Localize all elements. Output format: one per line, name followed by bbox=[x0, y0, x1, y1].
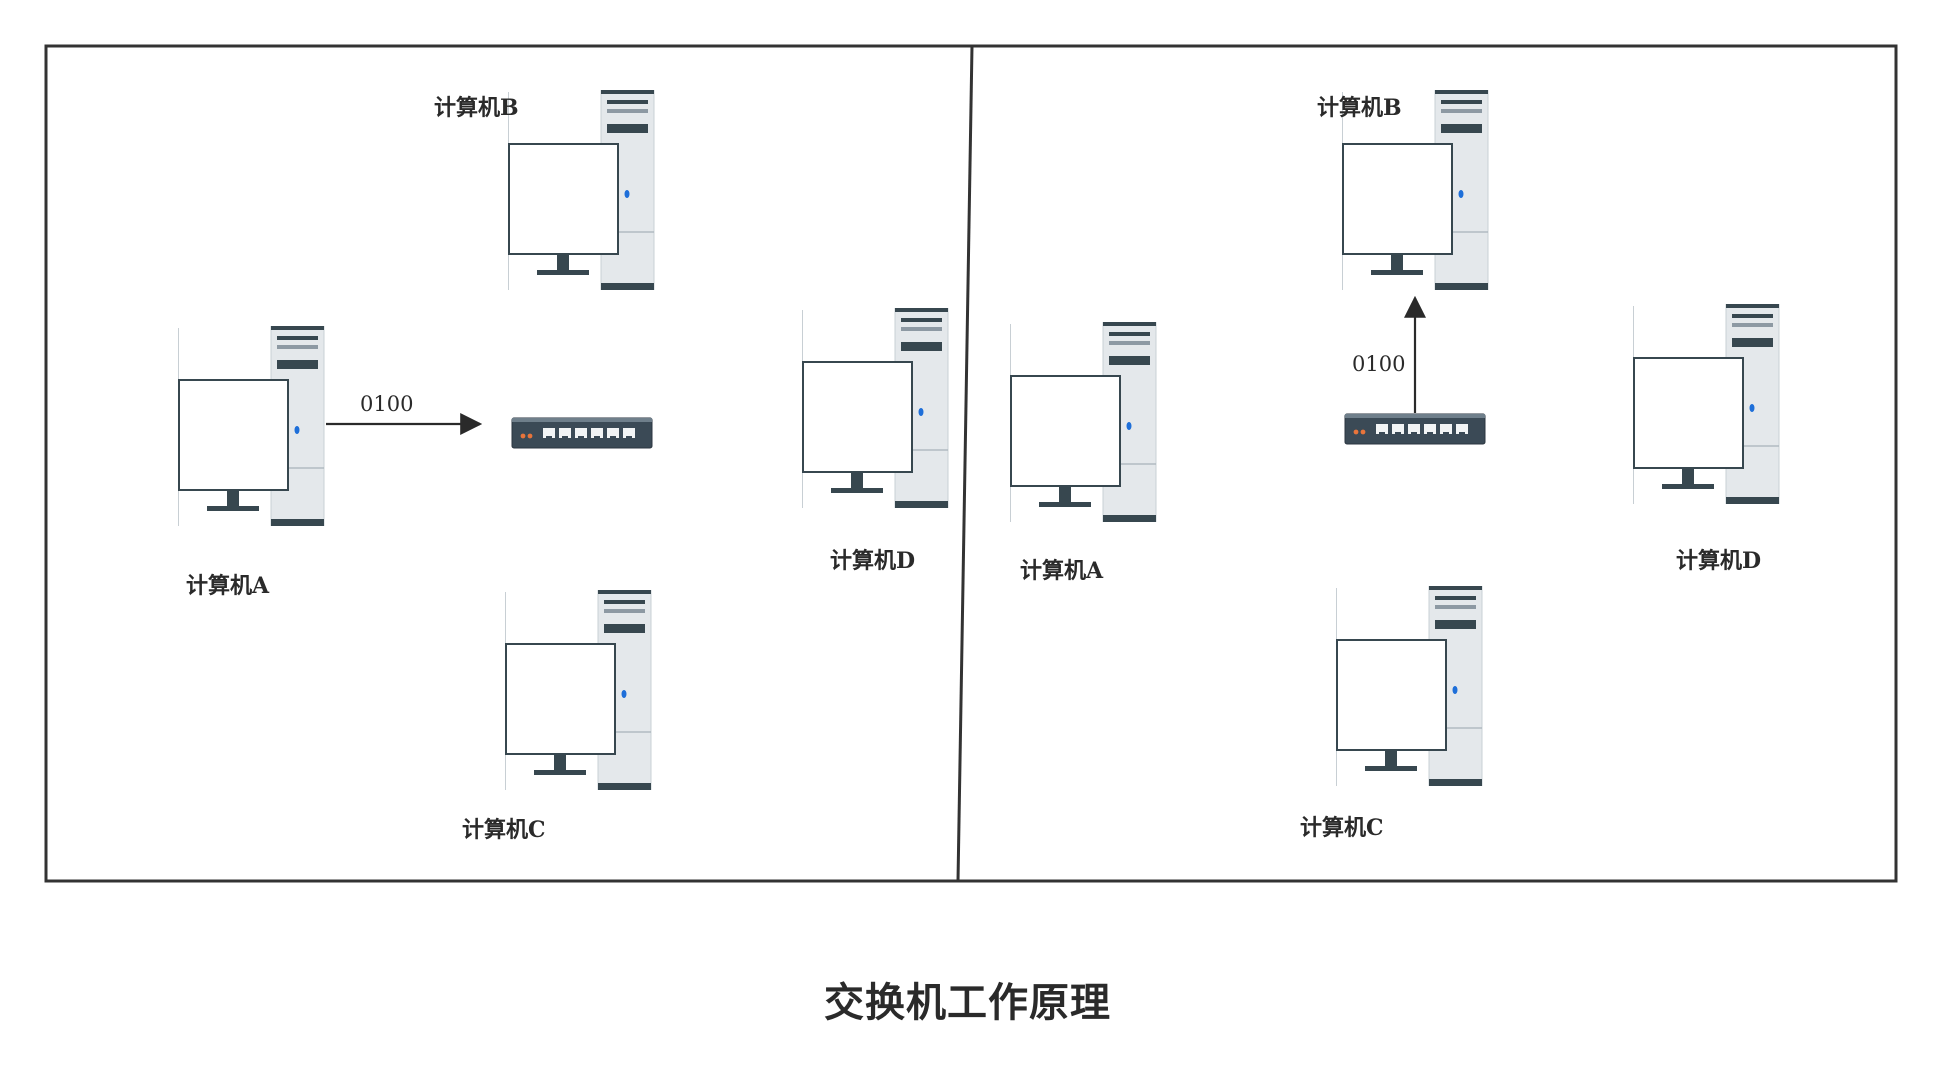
computer-b-label: 计算机B bbox=[1317, 95, 1402, 121]
computer-d-label: 计算机D bbox=[830, 548, 916, 574]
diagram-caption: 交换机工作原理 bbox=[824, 979, 1111, 1026]
packet-label: 0100 bbox=[360, 392, 414, 416]
panel-divider bbox=[956, 45, 974, 882]
computer-a-icon bbox=[1010, 322, 1157, 522]
computer-c-icon bbox=[505, 590, 652, 790]
computer-d-label: 计算机D bbox=[1676, 548, 1762, 574]
computer-b-label: 计算机B bbox=[434, 95, 519, 121]
network-switch-icon bbox=[511, 417, 653, 449]
computer-a-label: 计算机A bbox=[1020, 558, 1104, 584]
computer-a-icon bbox=[178, 326, 325, 526]
computer-c-icon bbox=[1336, 586, 1483, 786]
computer-b-icon bbox=[508, 90, 655, 290]
computer-d-icon bbox=[802, 308, 949, 508]
packet-label: 0100 bbox=[1352, 352, 1406, 376]
network-switch-icon bbox=[1344, 413, 1486, 445]
computer-a-label: 计算机A bbox=[186, 573, 270, 599]
computer-c-label: 计算机C bbox=[1300, 815, 1384, 841]
computer-c-label: 计算机C bbox=[462, 817, 546, 843]
computer-d-icon bbox=[1633, 304, 1780, 504]
